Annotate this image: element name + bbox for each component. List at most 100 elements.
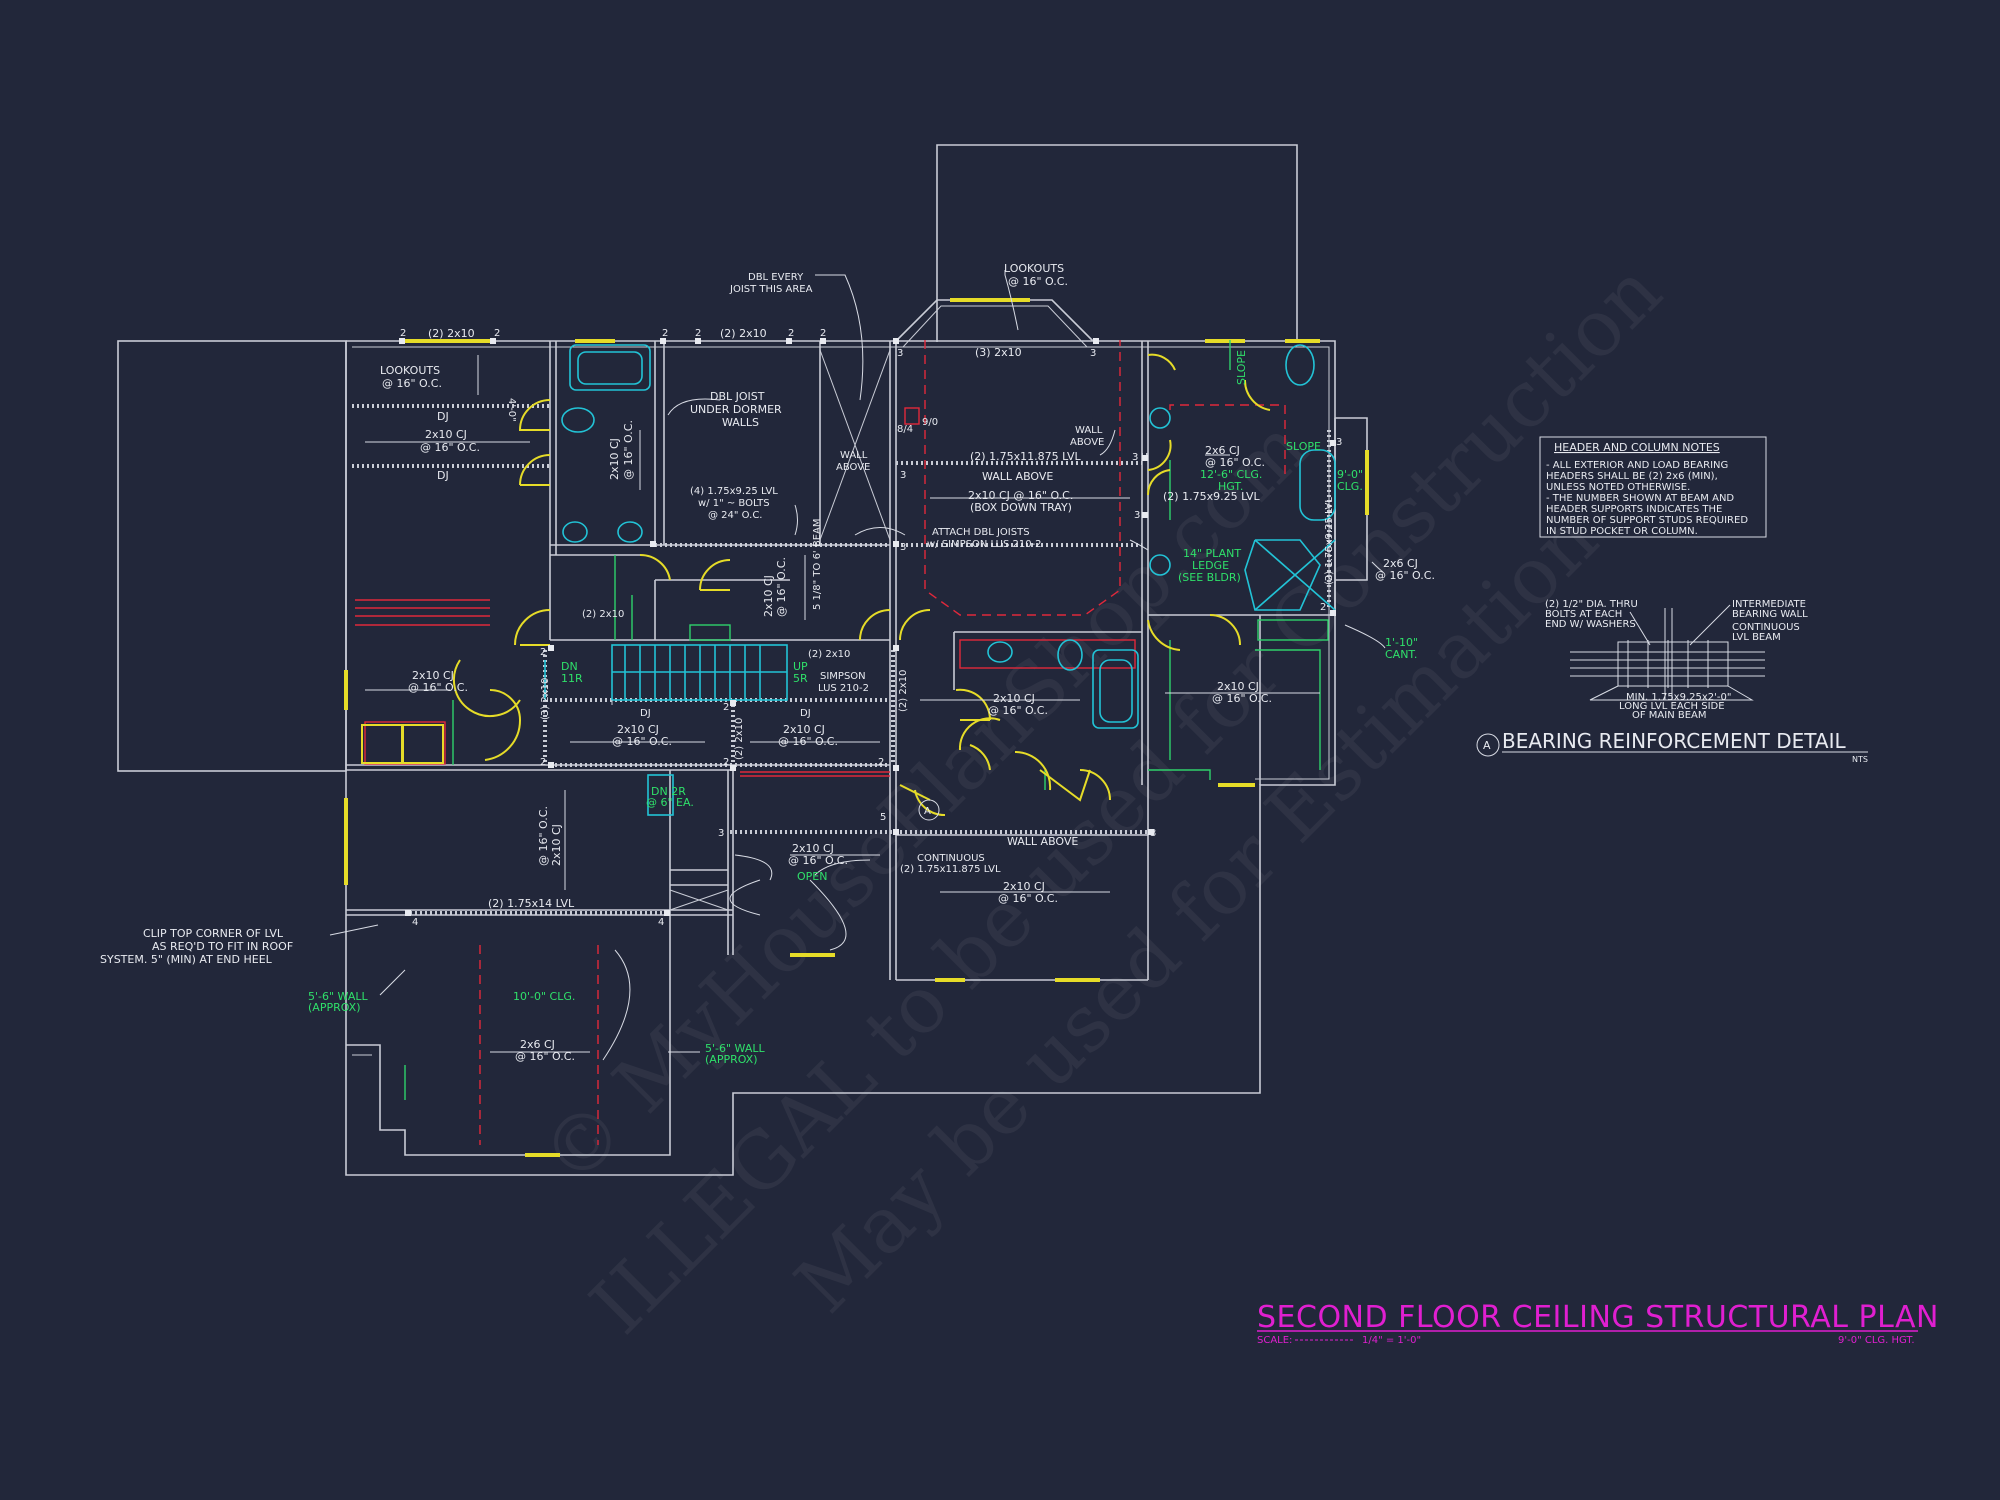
plan-title: SECOND FLOOR CEILING STRUCTURAL PLAN xyxy=(1257,1300,1939,1335)
wall-above-right-2: ABOVE xyxy=(1070,437,1104,448)
detail-min-1: MIN. 1.75x9.25x2'-0" xyxy=(1626,692,1731,703)
notes-line: - ALL EXTERIOR AND LOAD BEARING xyxy=(1546,460,1728,471)
cj-label-1b: @ 16" O.C. xyxy=(420,441,480,454)
post-number: 2 xyxy=(878,757,884,768)
post-numbers: 2 2 2 2 2 2 3 3 3 3 3 3 3 2 2 2 2 2 2 4 … xyxy=(400,328,1342,928)
detail-nts: NTS xyxy=(1852,755,1868,764)
notes-line: HEADER SUPPORTS INDICATES THE xyxy=(1546,504,1722,515)
simpson-1: SIMPSON xyxy=(820,671,866,682)
cj-vertical-3: @ 16" O.C. xyxy=(537,806,550,866)
cj-label-2b: @ 16" O.C. xyxy=(408,681,468,694)
three-2x10-vertical: (3) 2x10 xyxy=(540,678,551,720)
header-2x10-d: (2) 2x10 xyxy=(808,649,850,660)
stair-up: UP xyxy=(793,660,808,673)
post-number: 3 xyxy=(1132,452,1138,463)
windows xyxy=(344,298,1369,1157)
slope-1: SLOPE xyxy=(1235,350,1248,385)
detail-bolts-2: BOLTS AT EACH xyxy=(1545,609,1622,620)
post-number: 3 xyxy=(897,348,903,359)
post-number: 3 xyxy=(718,828,724,839)
post-number: 2 xyxy=(400,328,406,339)
cj-vertical-1: 2x10 CJ xyxy=(608,438,621,480)
dimension-arrows xyxy=(329,270,1386,1061)
scale-label: SCALE: xyxy=(1257,1335,1292,1346)
box-down-2: (BOX DOWN TRAY) xyxy=(970,501,1072,514)
title-block: SECOND FLOOR CEILING STRUCTURAL PLAN SCA… xyxy=(1257,1300,1939,1346)
beam-vertical: 5 1/8" TO 6' BEAM xyxy=(812,518,823,610)
attach-1: ATTACH DBL JOISTS xyxy=(932,527,1030,538)
header-2x10-b: (2) 2x10 xyxy=(720,327,767,340)
box-down-1: 2x10 CJ @ 16" O.C. xyxy=(968,489,1073,502)
dj-label-3: DJ xyxy=(640,708,651,719)
two-2x10-vertical-b: (2) 2x10 xyxy=(898,670,909,712)
post-number: 2 xyxy=(788,328,794,339)
cant-1: 1'-10" xyxy=(1385,636,1418,649)
lookouts-top-2: @ 16" O.C. xyxy=(1008,275,1068,288)
clg-12: 12'-6" CLG. xyxy=(1200,468,1262,481)
post-number: 3 xyxy=(1090,348,1096,359)
detail-bolts-1: (2) 1/2" DIA. THRU xyxy=(1545,599,1638,610)
post-number: 2 xyxy=(494,328,500,339)
slope-2: SLOPE xyxy=(1286,440,1321,453)
post-markers xyxy=(399,338,1336,916)
post-number: 2 xyxy=(540,647,546,658)
stair-dn: DN xyxy=(561,660,578,673)
clg-9b: CLG. xyxy=(1337,480,1363,493)
ceiling-outlines xyxy=(355,340,1286,1145)
stair-dn2-b: @ 6" EA. xyxy=(646,796,694,809)
post-number: 2 xyxy=(723,702,729,713)
wall-approx-2b: (APPROX) xyxy=(705,1053,758,1066)
cj-vertical-3b: 2x10 CJ xyxy=(550,824,563,866)
plant-ledge-1: 14" PLANT xyxy=(1183,547,1241,560)
x-marks xyxy=(669,349,891,911)
attach-2: w/ SIMPSON LUS 210-2 xyxy=(927,539,1042,550)
clip-1: CLIP TOP CORNER OF LVL xyxy=(143,927,284,940)
cj-label-6: 2x10 CJ xyxy=(1217,680,1259,693)
post-number: 3 xyxy=(1150,828,1156,839)
detail-title: BEARING REINFORCEMENT DETAIL xyxy=(1502,729,1847,753)
cj-label-6b: @ 16" O.C. xyxy=(1212,692,1272,705)
red-dim-2: 9/0 xyxy=(922,417,938,428)
structural-labels: LOOKOUTS @ 16" O.C. (2) 2x10 (2) 2x10 (3… xyxy=(100,262,1435,1063)
detail-min-3: OF MAIN BEAM xyxy=(1632,710,1707,721)
dim-4ft: 4'-0" xyxy=(506,398,517,422)
fixtures xyxy=(361,340,1336,1100)
notes-line: NUMBER OF SUPPORT STUDS REQUIRED xyxy=(1546,515,1748,526)
cj-vertical-1b: @ 16" O.C. xyxy=(622,420,635,480)
clip-3: SYSTEM. 5" (MIN) AT END HEEL xyxy=(100,953,273,966)
detail-marker: A xyxy=(1483,739,1491,752)
lvl-bolts-2: w/ 1" ~ BOLTS xyxy=(698,498,770,509)
cant-2: CANT. xyxy=(1385,648,1417,661)
continuous-2: (2) 1.75x11.875 LVL xyxy=(900,864,1001,875)
stair-up-b: 5R xyxy=(793,672,808,685)
cj-label-5: 2x10 CJ xyxy=(993,692,1035,705)
ceiling-height: 9'-0" CLG. HGT. xyxy=(1838,1335,1915,1346)
clg-9: 9'-0" xyxy=(1337,468,1363,481)
dj-label-4: DJ xyxy=(800,708,811,719)
cj-label-4b: @ 16" O.C. xyxy=(778,735,838,748)
watermark-line-3: May be used for Estimation xyxy=(779,494,1615,1330)
detail-wall-1: INTERMEDIATE xyxy=(1732,599,1806,610)
post-number: 2 xyxy=(695,328,701,339)
lookouts-left-1: LOOKOUTS xyxy=(380,364,440,377)
dbl-every-2: JOIST THIS AREA xyxy=(729,284,813,295)
lvl-bolts-3: @ 24" O.C. xyxy=(708,510,763,521)
dbl-joist-3: WALLS xyxy=(722,416,759,429)
notes-box: HEADER AND COLUMN NOTES - ALL EXTERIOR A… xyxy=(1539,436,1767,538)
cj-vertical-2b: @ 16" O.C. xyxy=(775,557,788,617)
stair-dn-b: 11R xyxy=(561,672,583,685)
simpson-2: LUS 210-2 xyxy=(818,683,869,694)
post-number: 3 xyxy=(1134,510,1140,521)
cj-2x6-2b: @ 16" O.C. xyxy=(1375,569,1435,582)
bearing-detail: (2) 1/2" DIA. THRU BOLTS AT EACH END W/ … xyxy=(1476,599,1868,764)
post-number: 5 xyxy=(880,812,886,823)
post-number: 2 xyxy=(662,328,668,339)
post-number: 3 xyxy=(900,542,906,553)
wall-above-lower: WALL ABOVE xyxy=(1007,835,1078,848)
cj-label-8b: @ 16" O.C. xyxy=(998,892,1058,905)
detail-wall-2: BEARING WALL xyxy=(1732,609,1808,620)
vertical-labels: 4'-0" 2x10 CJ @ 16" O.C. 2x10 CJ @ 16" O… xyxy=(506,398,1335,866)
dbl-joist-1: DBL JOIST xyxy=(710,390,765,403)
